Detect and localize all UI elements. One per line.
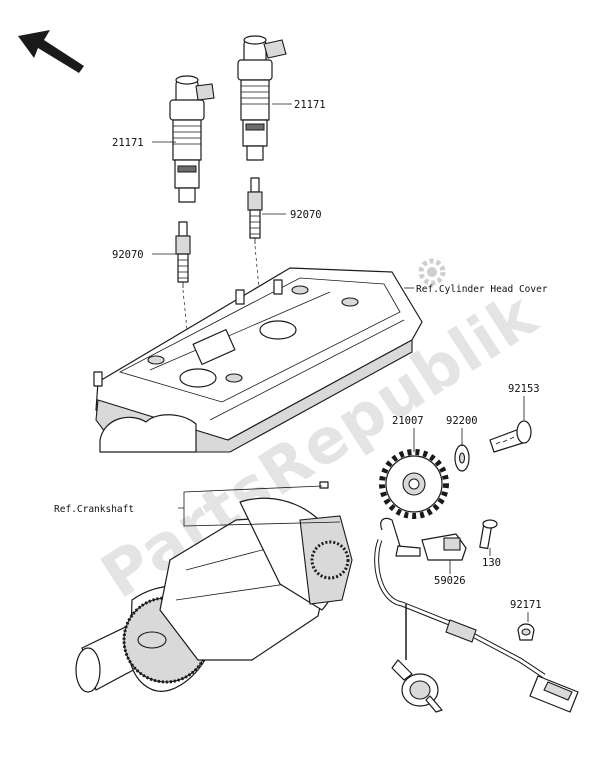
label-ref-cylinder-head-cover: Ref.Cylinder Head Cover (416, 284, 548, 295)
harness-clamp[interactable] (517, 623, 535, 641)
label-21007: 21007 (392, 415, 424, 427)
sensor-connector[interactable] (529, 675, 579, 713)
sensor-bolt[interactable] (479, 519, 498, 550)
ignition-coil-upper[interactable] (237, 35, 287, 161)
label-92200: 92200 (446, 415, 478, 427)
crankshaft (75, 481, 353, 693)
front-direction-arrow-icon (18, 30, 84, 73)
spark-plug-lower[interactable] (175, 221, 191, 288)
label-21171-lower: 21171 (112, 137, 144, 149)
timing-rotor[interactable] (379, 449, 449, 519)
washer[interactable] (454, 444, 470, 472)
label-21171-upper: 21171 (294, 99, 326, 111)
label-ref-crankshaft: Ref.Crankshaft (54, 504, 134, 515)
label-59026: 59026 (434, 575, 466, 587)
cylinder-head-cover (93, 267, 423, 453)
rotor-bolt[interactable] (489, 420, 532, 453)
sensor-wiring-harness (374, 539, 546, 713)
label-92171: 92171 (510, 599, 542, 611)
label-130: 130 (482, 557, 501, 569)
crankshaft-position-sensor[interactable] (380, 517, 467, 561)
label-92153: 92153 (508, 383, 540, 395)
ignition-coil-lower[interactable] (169, 75, 215, 203)
gear-logo-icon (418, 258, 446, 286)
label-92070-lower: 92070 (112, 249, 144, 261)
leader-lines (152, 103, 529, 622)
spark-plug-upper[interactable] (247, 177, 263, 244)
label-92070-upper: 92070 (290, 209, 322, 221)
